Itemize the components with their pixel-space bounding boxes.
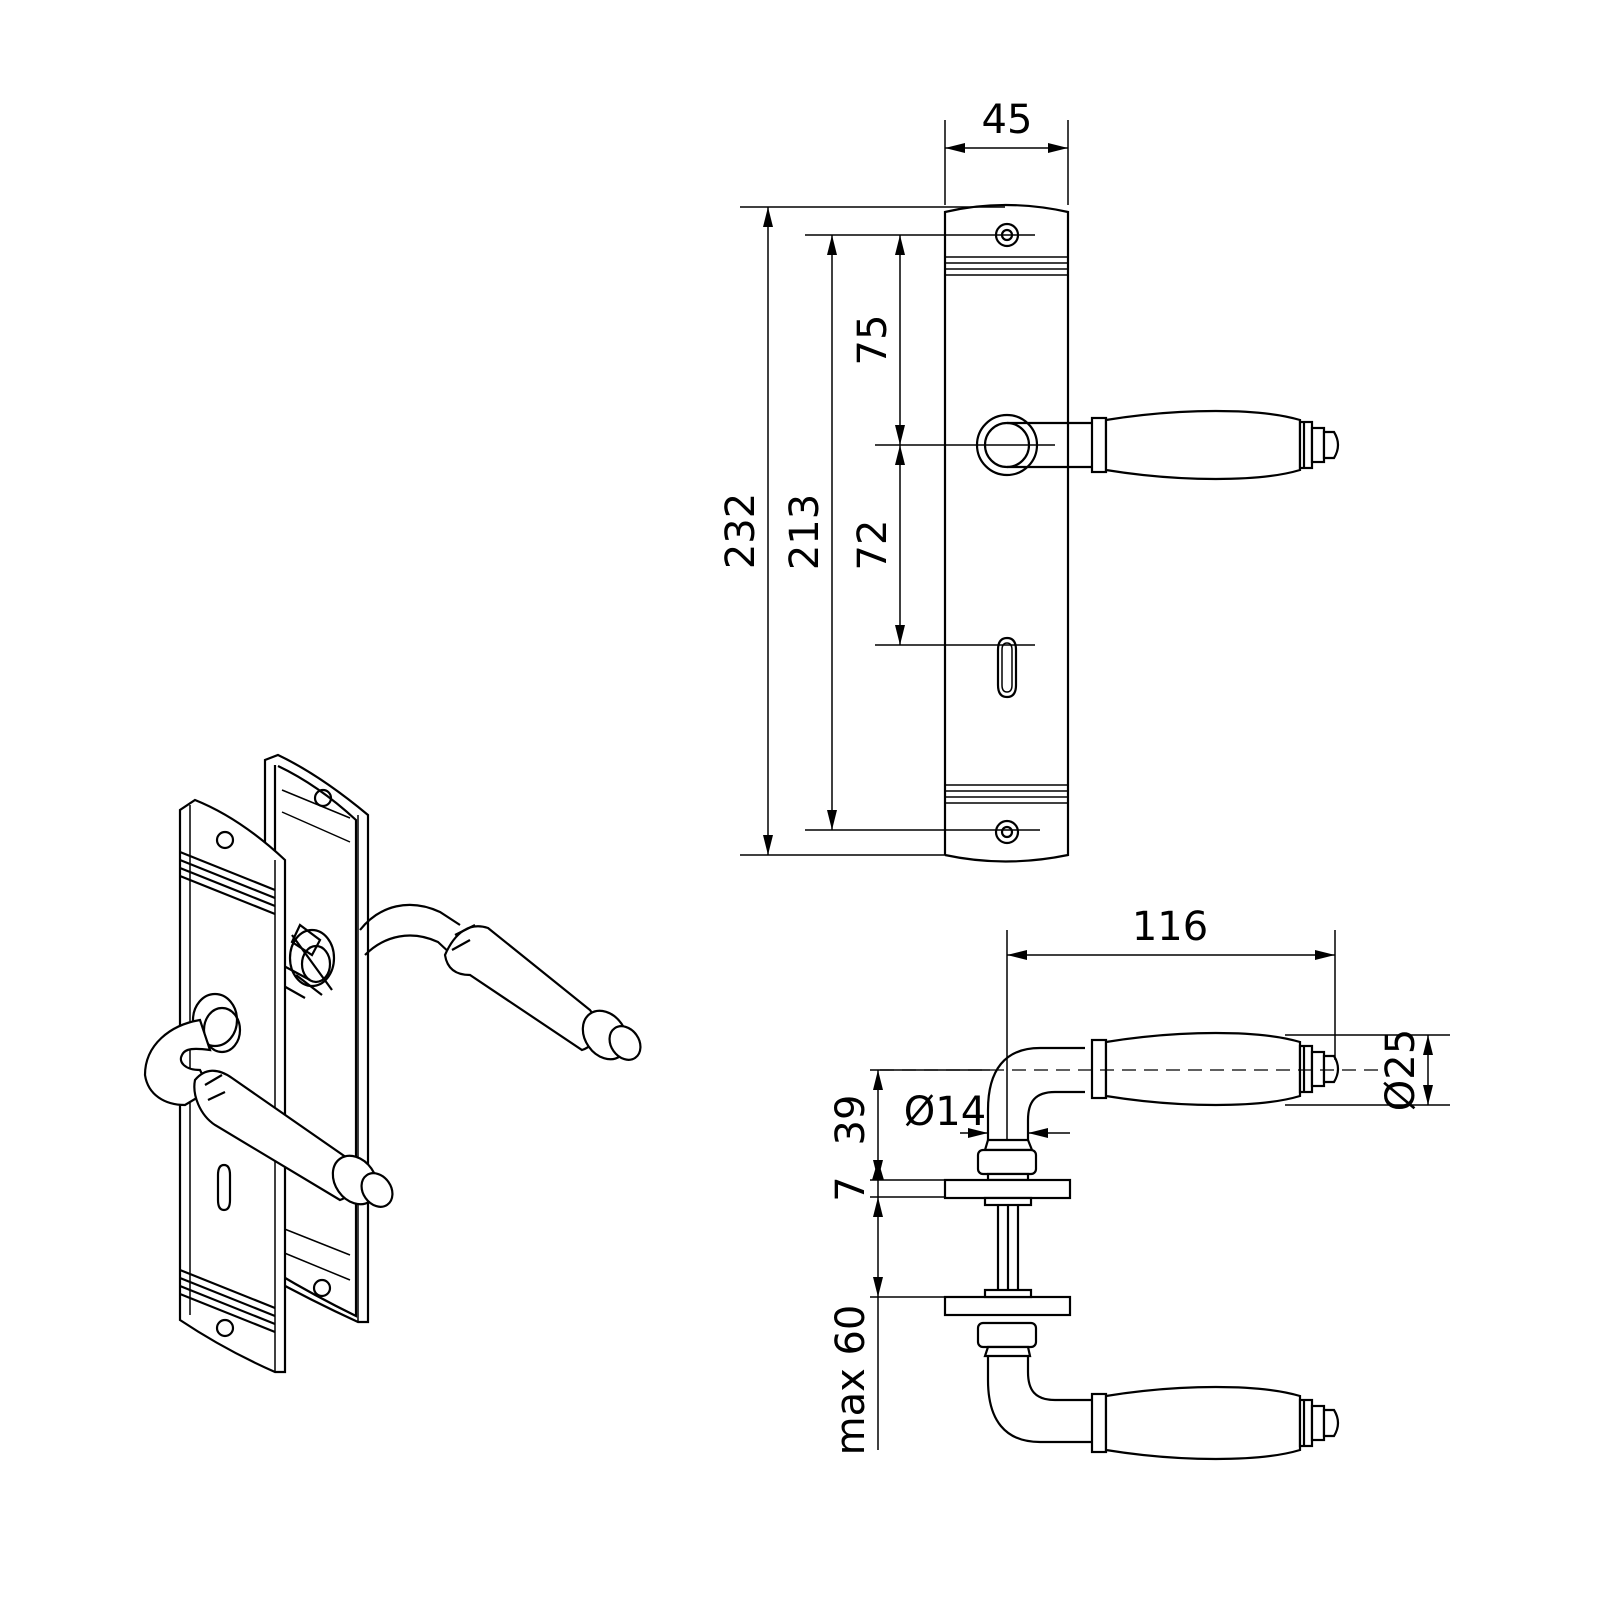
- front-lever: [1007, 409, 1340, 481]
- dim-overall-height-label: 232: [718, 493, 764, 569]
- side-plate-bottom: [943, 1295, 1072, 1317]
- front-keyhole: [996, 636, 1018, 699]
- side-upper-lever: [976, 1031, 1340, 1182]
- isometric-view: [143, 753, 642, 1374]
- dim-lever-height-label: 39: [828, 1095, 874, 1146]
- side-view: 116 Ø25 Ø14 39 7 max 60: [828, 904, 1450, 1461]
- iso-rear-lever: [359, 903, 642, 1061]
- dim-screw-spacing-label: 213: [782, 494, 828, 570]
- dim-plate-thickness-label: 7: [828, 1176, 874, 1201]
- dim-spindle-to-keyhole-label: 72: [850, 520, 896, 571]
- dim-screw-to-spindle-label: 75: [850, 315, 896, 366]
- dim-shank-diameter-label: Ø14: [904, 1089, 986, 1135]
- front-view: 45 232 213 75 72: [718, 97, 1340, 863]
- dim-grip-diameter-label: Ø25: [1378, 1029, 1424, 1111]
- front-backplate: [943, 203, 1070, 863]
- front-grooves-bottom: [945, 784, 1068, 804]
- iso-front-lever: [143, 1018, 394, 1208]
- side-plate-top: [943, 1178, 1072, 1200]
- front-screw-bottom: [994, 819, 1020, 845]
- front-grooves-top: [945, 256, 1068, 276]
- dim-width-label: 45: [982, 97, 1033, 143]
- dim-door-thickness-label: max 60: [828, 1305, 874, 1456]
- side-lower-lever: [976, 1321, 1340, 1461]
- dim-projection-label: 116: [1132, 904, 1208, 950]
